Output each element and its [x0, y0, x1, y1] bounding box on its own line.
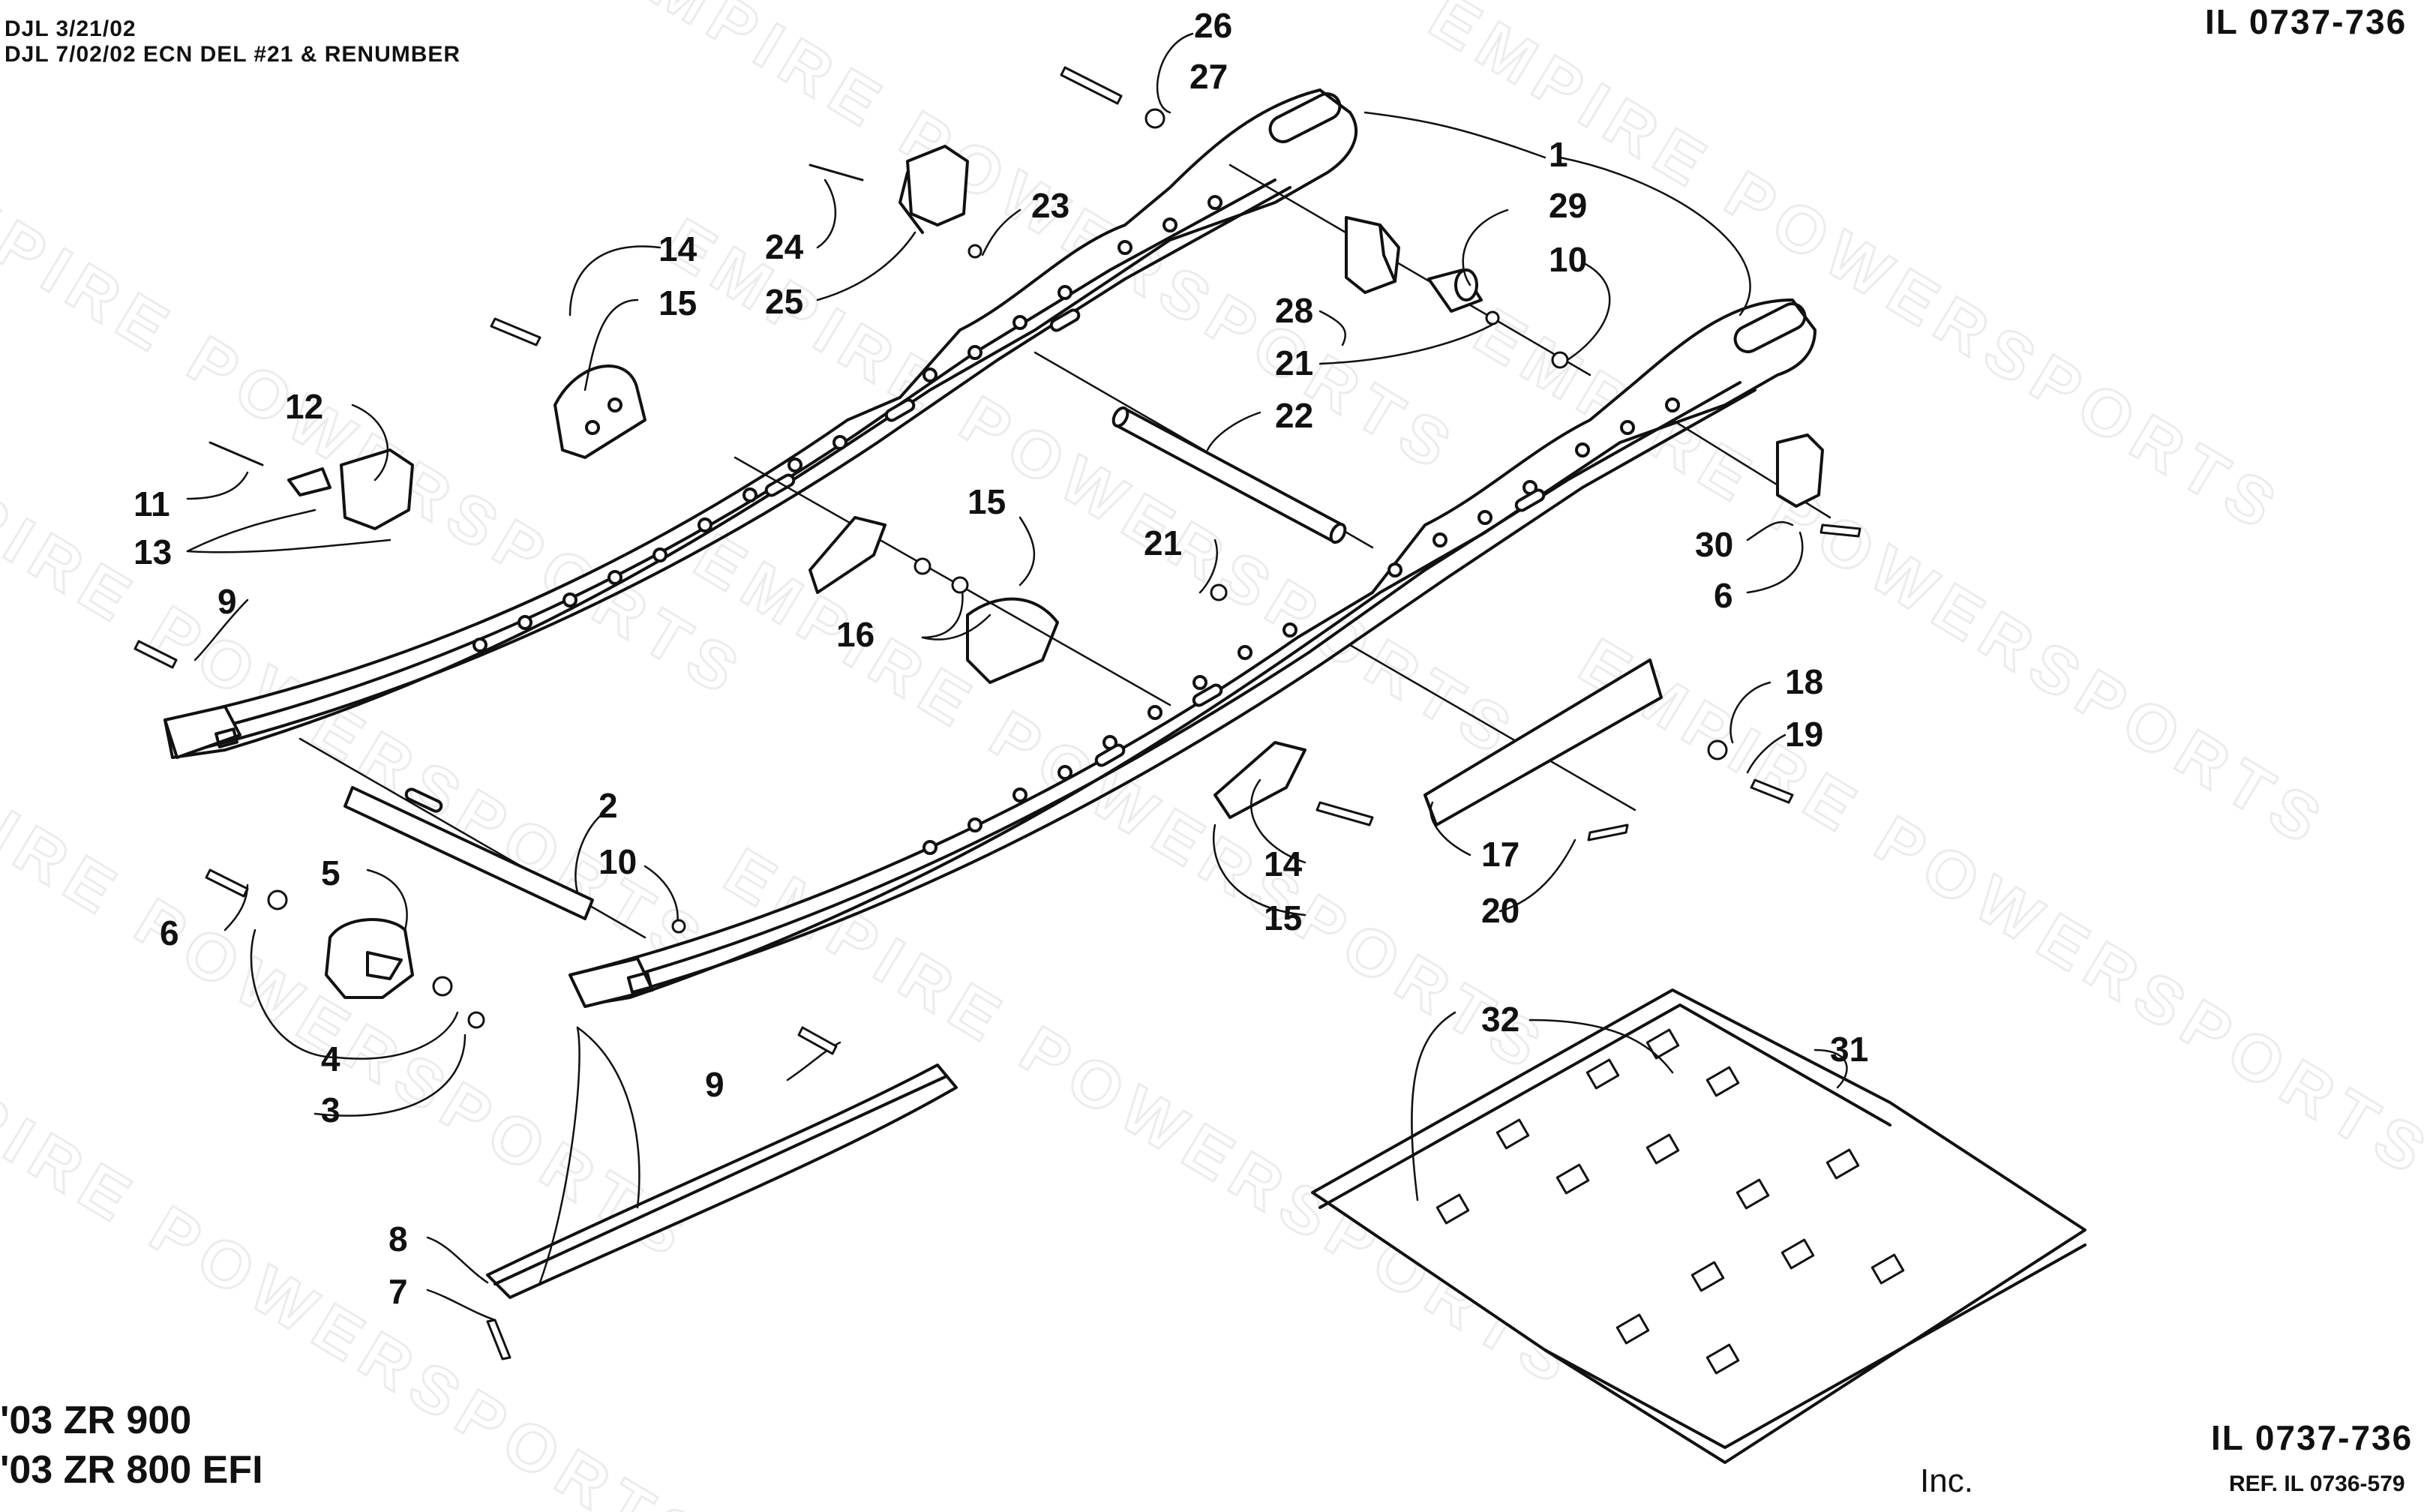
callout-4: 4: [321, 1040, 340, 1078]
callout-32: 32: [1481, 1000, 1520, 1039]
callout-9: 9: [218, 582, 237, 621]
callout-24: 24: [765, 227, 804, 266]
bumper-5: [325, 918, 414, 999]
revision-note-2: DJL 7/02/02 ECN DEL #21 & RENUMBER: [4, 42, 461, 67]
hardware: [134, 66, 1862, 1360]
rail-holes: [922, 398, 1680, 855]
callout-8: 8: [388, 1220, 408, 1258]
callout-6: 6: [1714, 576, 1733, 615]
callout-26: 26: [1194, 6, 1232, 45]
bumper-25: [808, 145, 969, 234]
reference-note: REF. IL 0736-579: [2229, 1472, 2405, 1496]
model-label-1: '03 ZR 900: [0, 1399, 192, 1442]
callout-10: 10: [598, 842, 637, 881]
callout-27: 27: [1190, 57, 1228, 96]
revision-note-1: DJL 3/21/02: [4, 16, 136, 41]
spacer-29: [1427, 268, 1483, 313]
callout-3: 3: [321, 1090, 340, 1130]
callout-13: 13: [134, 532, 172, 572]
callout-21: 21: [1275, 344, 1313, 382]
bracket-15-upper: [554, 364, 646, 459]
callout-5: 5: [321, 854, 340, 892]
rail-holes: [472, 195, 1222, 652]
callout-22: 22: [1275, 396, 1313, 435]
model-label-2: '03 ZR 800 EFI: [0, 1448, 263, 1492]
callout-7: 7: [388, 1272, 408, 1311]
callout-12: 12: [285, 387, 323, 426]
wear-strip-8: [486, 1064, 958, 1299]
callout-23: 23: [1031, 186, 1070, 225]
callout-16: 16: [836, 615, 874, 654]
callout-31: 31: [1830, 1030, 1868, 1069]
callout-15: 15: [1264, 898, 1302, 938]
slide-rail-right: [568, 298, 1816, 1008]
callout-30: 30: [1695, 525, 1733, 564]
callout-20: 20: [1481, 891, 1520, 930]
bumper-12: [208, 441, 414, 530]
bracket-30: [1776, 434, 1824, 508]
callout-2: 2: [598, 786, 618, 825]
slide-rail-left: [164, 88, 1358, 759]
track-31: [1311, 988, 2086, 1464]
track-lugs: [1436, 1028, 1905, 1375]
callout-28: 28: [1275, 291, 1313, 330]
callout-6: 6: [160, 914, 179, 952]
callout-14: 14: [658, 230, 698, 268]
callouts: 26 27 1 29 10 23 24 25 14 15 28 21 22 12…: [134, 6, 1868, 1311]
callout-14: 14: [1264, 844, 1303, 884]
callout-17: 17: [1481, 835, 1520, 874]
callout-9: 9: [705, 1065, 724, 1104]
callout-1: 1: [1549, 135, 1568, 174]
bumper-28: [1345, 216, 1400, 294]
callout-15: 15: [968, 482, 1006, 521]
callout-29: 29: [1549, 186, 1587, 225]
callout-10: 10: [1549, 240, 1587, 279]
callout-21: 21: [1144, 524, 1182, 562]
watermark-text: EMPIRE POWERSPORTS: [1462, 293, 2342, 862]
company-suffix: Inc.: [1920, 1462, 1973, 1499]
leader-lines: [186, 32, 1848, 1322]
illustration-ref-top: IL 0737-736: [2205, 2, 2408, 41]
callout-18: 18: [1785, 662, 1823, 701]
callout-19: 19: [1785, 715, 1823, 754]
callout-25: 25: [765, 282, 803, 321]
callout-15: 15: [658, 284, 697, 322]
illustration-ref-bottom: IL 0737-736: [2211, 1418, 2414, 1457]
bracket-15-mid: [808, 516, 1059, 684]
callout-11: 11: [134, 484, 170, 524]
cross-shaft-22: [1112, 406, 1347, 544]
shaft-2: [344, 786, 594, 920]
